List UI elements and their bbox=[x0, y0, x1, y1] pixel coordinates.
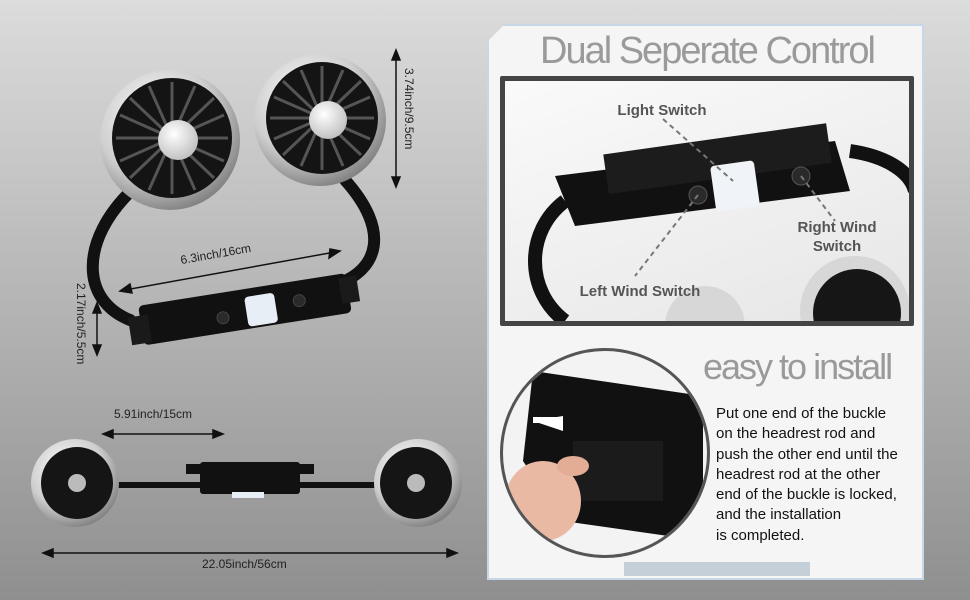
left-fan bbox=[100, 70, 240, 210]
install-line: push the other end until the bbox=[716, 445, 898, 463]
install-title: easy to install bbox=[703, 346, 893, 387]
install-line: headrest rod at the other bbox=[716, 465, 881, 483]
clip-width-label: 5.91inch/15cm bbox=[114, 407, 193, 421]
control-closeup-illustration bbox=[528, 118, 909, 321]
right-wind-line2: Switch bbox=[812, 238, 862, 255]
install-line: end of the buckle is locked, bbox=[716, 486, 897, 504]
right-fan bbox=[254, 54, 386, 186]
control-closeup-photo bbox=[505, 81, 909, 321]
product-photo-main bbox=[31, 47, 462, 559]
install-line: Put one end of the buckle bbox=[716, 405, 887, 422]
right-wind-switch-callout: Right Wind Switch bbox=[782, 218, 892, 256]
depth-dimension-label: 2.17inch/5.5cm bbox=[74, 283, 88, 365]
install-instructions: Put one end of the buckle on the headres… bbox=[716, 404, 916, 546]
install-line: is completed. bbox=[716, 526, 805, 544]
height-dimension-label: 3.74inch/9.5cm bbox=[402, 68, 416, 150]
install-closeup-photo bbox=[500, 348, 710, 558]
install-illustration bbox=[505, 371, 703, 541]
right-wind-line1: Right Wind bbox=[797, 219, 877, 236]
control-box bbox=[127, 273, 361, 346]
light-switch-callout: Light Switch bbox=[617, 102, 707, 119]
panel-bottom-tab bbox=[624, 562, 810, 576]
install-line: on the headrest rod and bbox=[716, 425, 876, 443]
panel-title: Dual Seperate Control bbox=[540, 30, 876, 72]
total-length-label: 22.05inch/56cm bbox=[202, 557, 287, 571]
product-flat-view bbox=[31, 439, 462, 527]
left-wind-switch-callout: Left Wind Switch bbox=[579, 283, 701, 300]
install-line: and the installation bbox=[716, 506, 842, 524]
